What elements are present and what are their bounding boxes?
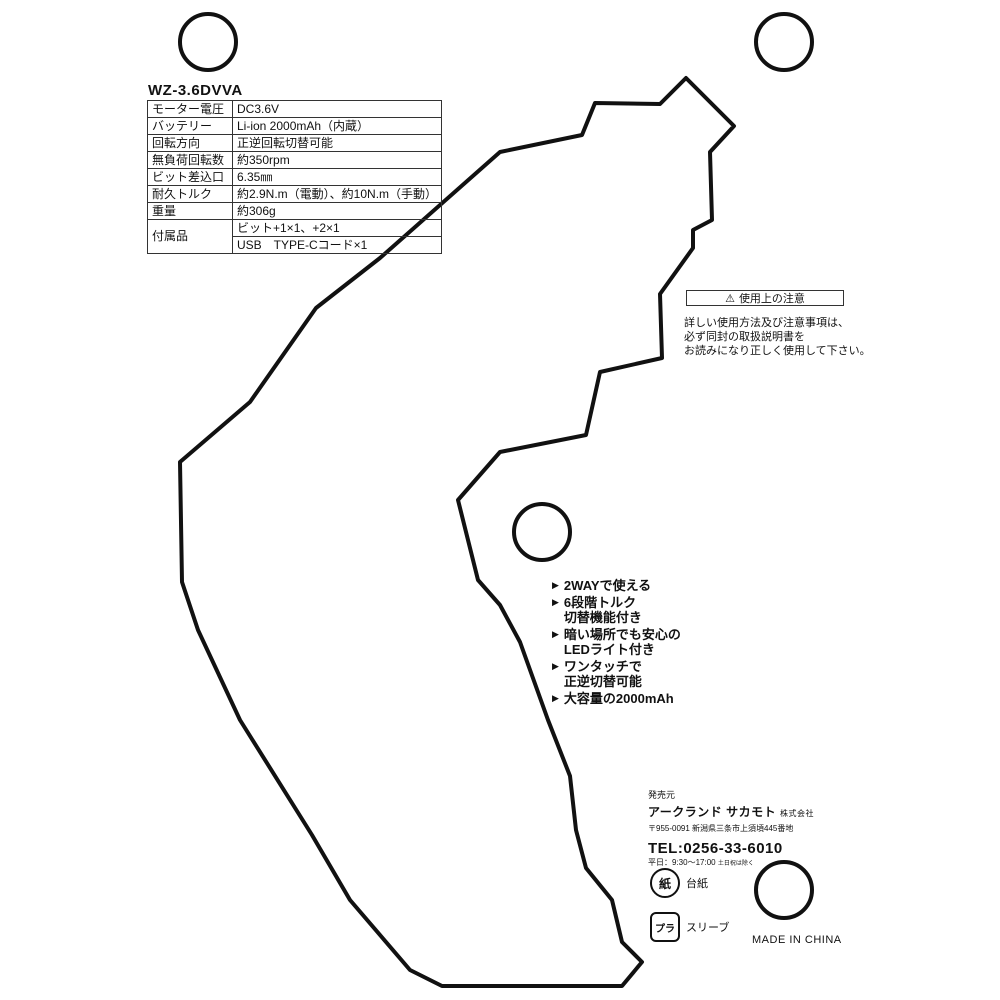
bullet-triangle-icon: ▶ (552, 629, 559, 639)
spec-label: バッテリー (147, 117, 233, 135)
feature-text: 6段階トルク (563, 595, 637, 610)
caution-header: ⚠ 使用上の注意 (686, 290, 844, 306)
company-name-text: アークランド サカモト (648, 805, 777, 819)
feature-item: ▶ 6段階トルク切替機能付き (552, 595, 681, 625)
company-suffix: 株式会社 (779, 809, 814, 818)
caution-line: お読みになり正しく使用して下さい。 (684, 345, 871, 357)
spec-value: USB TYPE-Cコード×1 (231, 236, 443, 254)
recycle-paper: 紙 台紙 (650, 868, 708, 898)
spec-row: 耐久トルク約2.9N.m（電動）、約10N.m（手動） (147, 185, 443, 203)
feature-item: ▶ ワンタッチで正逆切替可能 (552, 659, 681, 689)
feature-text: 正逆切替可能 (563, 674, 642, 689)
feature-item: ▶ 2WAYで使える (552, 578, 681, 593)
bullet-triangle-icon: ▶ (552, 580, 559, 590)
spec-value: 正逆回転切替可能 (231, 134, 443, 152)
bullet-triangle-icon: ▶ (552, 661, 559, 671)
feature-text: LEDライト付き (563, 642, 655, 657)
hang-hole-middle (512, 502, 572, 562)
spec-value: 約350rpm (231, 151, 443, 169)
caution-line: 詳しい使用方法及び注意事項は、 (684, 317, 849, 329)
spec-label: モーター電圧 (147, 100, 233, 118)
spec-row: 付属品ビット+1×1、+2×1 (147, 219, 443, 254)
feature-text: 2WAYで使える (563, 578, 652, 593)
feature-text: 暗い場所でも安心の (563, 627, 681, 642)
recycle-label: 台紙 (686, 878, 708, 890)
caution-text: 詳しい使用方法及び注意事項は、 必ず同封の取扱説明書を お読みになり正しく使用し… (684, 316, 871, 358)
model-number: WZ-3.6DVVA (148, 82, 243, 99)
feature-text: 切替機能付き (563, 610, 642, 625)
feature-item: ▶ 大容量の2000mAh (552, 691, 681, 706)
business-hours-text: 平日：9:30〜17:00 (648, 858, 716, 867)
business-hours: 平日：9:30〜17:00 土日祝は除く (648, 857, 814, 868)
hang-hole-top-left (178, 12, 238, 72)
hang-hole-bottom-right (754, 860, 814, 920)
company-name: アークランド サカモト 株式会社 (648, 803, 814, 820)
spec-value: Li-ion 2000mAh（内蔵） (231, 117, 443, 135)
spec-label: 重量 (147, 202, 233, 220)
bullet-triangle-icon: ▶ (552, 693, 559, 703)
spec-row: 回転方向正逆回転切替可能 (147, 134, 443, 152)
spec-value: 約306g (231, 202, 443, 220)
spec-value: ビット+1×1、+2×1 (231, 219, 443, 237)
caution-title: 使用上の注意 (738, 293, 805, 305)
spec-label: 耐久トルク (147, 185, 233, 203)
spec-label: ビット差込口 (147, 168, 233, 186)
paper-recycle-icon: 紙 (650, 868, 680, 898)
bullet-triangle-icon: ▶ (552, 597, 559, 607)
spec-row: 重量約306g (147, 202, 443, 220)
feature-text: 大容量の2000mAh (563, 691, 674, 706)
publisher-block: 発売元 アークランド サカモト 株式会社 〒955-0091 新潟県三条市上須頃… (648, 788, 814, 868)
hang-hole-top-right (754, 12, 814, 72)
spec-value: DC3.6V (231, 100, 443, 118)
spec-row: 無負荷回転数約350rpm (147, 151, 443, 169)
spec-label: 無負荷回転数 (147, 151, 233, 169)
spec-label: 回転方向 (147, 134, 233, 152)
company-phone: TEL:0256-33-6010 (648, 840, 783, 857)
recycle-label: スリーブ (686, 922, 730, 934)
business-hours-note: 土日祝は除く (717, 861, 754, 867)
spec-row: USB TYPE-Cコード×1 (148, 236, 443, 254)
feature-text: ワンタッチで (563, 659, 642, 674)
spec-label: 付属品 (147, 219, 233, 254)
caution-line: 必ず同封の取扱説明書を (684, 331, 805, 343)
plastic-recycle-icon: プラ (650, 912, 680, 942)
made-in-label: MADE IN CHINA (752, 934, 842, 946)
publisher-label: 発売元 (648, 790, 676, 800)
recycle-plastic: プラ スリーブ (650, 912, 729, 942)
warning-triangle-icon: ⚠ (725, 292, 735, 305)
company-address: 〒955-0091 新潟県三条市上須頃445番地 (648, 824, 794, 833)
spec-value: 6.35㎜ (231, 168, 443, 186)
spec-value: 約2.9N.m（電動）、約10N.m（手動） (231, 185, 443, 203)
